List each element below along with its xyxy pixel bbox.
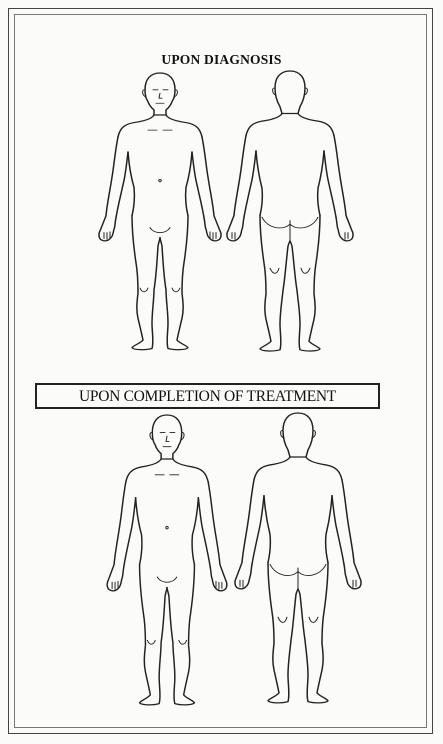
diagnosis-front-figure: [99, 73, 221, 350]
completion-front-figure: [107, 415, 227, 705]
completion-back-figure: [235, 413, 361, 703]
diagnosis-back-figure: [227, 71, 353, 351]
